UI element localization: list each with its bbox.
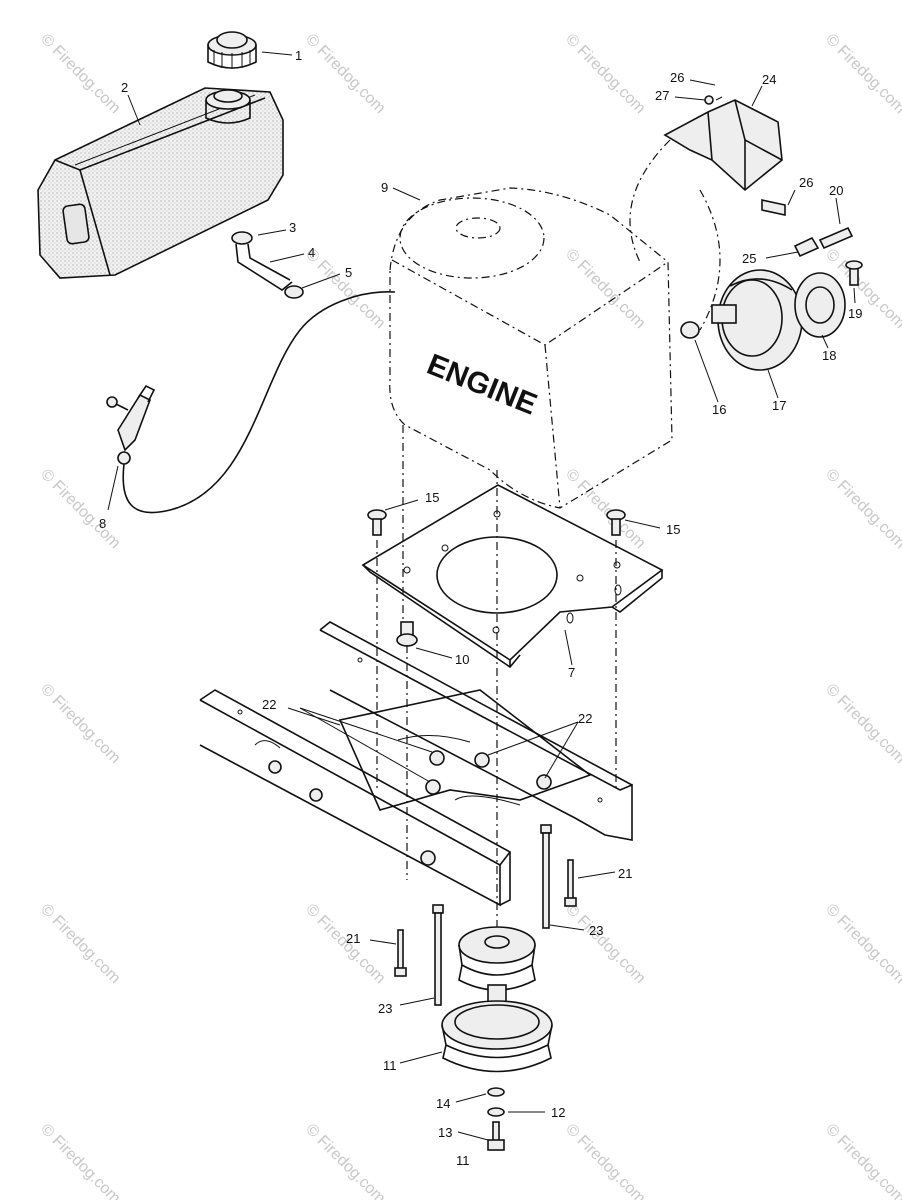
watermark: © Firedog.com: [562, 466, 648, 552]
callout-7: 7: [568, 665, 575, 680]
callout-9: 9: [381, 180, 388, 195]
engine-pulley-upper: [458, 926, 536, 991]
callout-15-left: 15: [425, 490, 439, 505]
callout-3: 3: [289, 220, 296, 235]
muffler-clip-25: [793, 236, 820, 258]
watermark: © Firedog.com: [822, 1121, 902, 1200]
engine: ENGINE: [389, 187, 673, 509]
callout-18: 18: [822, 348, 836, 363]
callout-12: 12: [551, 1105, 565, 1120]
frame: [199, 621, 633, 907]
watermark: © Firedog.com: [822, 466, 902, 552]
washer-12: [487, 1107, 505, 1117]
callout-5: 5: [345, 265, 352, 280]
stud-23-left: [432, 904, 444, 1006]
muffler-guard: [663, 95, 783, 192]
engine-mount-plate: [361, 484, 664, 669]
muffler-bolt: [761, 199, 786, 216]
leader-lines: [107, 51, 856, 1141]
watermark: © Firedog.com: [562, 31, 648, 117]
fuel-tank: [37, 87, 284, 279]
watermark: © Firedog.com: [562, 901, 648, 987]
callout-14: 14: [436, 1096, 450, 1111]
muffler-bolt-20: [818, 226, 854, 250]
watermark: © Firedog.com: [562, 1121, 648, 1200]
exhaust-gasket: [794, 272, 846, 338]
engine-pulley-lower: [441, 1000, 553, 1073]
callout-10: 10: [455, 652, 469, 667]
stud-23-right: [540, 824, 552, 929]
watermark: © Firedog.com: [37, 901, 123, 987]
throttle-control: [106, 291, 396, 514]
engine-bolt-left: [367, 509, 387, 536]
muffler: [711, 269, 803, 371]
callout-17: 17: [772, 398, 786, 413]
callout-23-left: 23: [378, 1001, 392, 1016]
stud-21-right: [564, 859, 577, 907]
stud-21-left: [394, 929, 407, 977]
callout-20: 20: [829, 183, 843, 198]
frame-nuts: [425, 750, 552, 795]
callout-15-right: 15: [666, 522, 680, 537]
watermark: © Firedog.com: [822, 901, 902, 987]
callout-23-right: 23: [589, 923, 603, 938]
callout-4: 4: [308, 245, 315, 260]
callout-2: 2: [121, 80, 128, 95]
callout-19: 19: [848, 306, 862, 321]
callout-21-left: 21: [346, 931, 360, 946]
watermark: © Firedog.com: [37, 31, 123, 117]
exhaust-nut-16: [680, 321, 700, 339]
pulley-bolt: [487, 1121, 505, 1151]
watermark: © Firedog.com: [822, 31, 902, 117]
callout-22-left: 22: [262, 697, 276, 712]
watermark: © Firedog.com: [37, 1121, 123, 1200]
callout-24: 24: [762, 72, 776, 87]
muffler-screw-19: [845, 260, 863, 286]
callout-13: 13: [438, 1125, 452, 1140]
watermark: © Firedog.com: [302, 1121, 388, 1200]
callout-11-lower: 11: [456, 1153, 470, 1168]
watermark: © Firedog.com: [822, 681, 902, 767]
engine-label: ENGINE: [422, 348, 541, 422]
callouts: 1 2 3 4 5 8 9 15 15 10 7 22 22 24 26 27 …: [99, 48, 862, 1168]
watermark: © Firedog.com: [37, 681, 123, 767]
callout-26-mid: 26: [799, 175, 813, 190]
watermark: © Firedog.com: [302, 31, 388, 117]
fuel-line: [231, 231, 304, 299]
callout-27: 27: [655, 88, 669, 103]
callout-26-top: 26: [670, 70, 684, 85]
washer-14: [487, 1087, 505, 1097]
callout-21-right: 21: [618, 866, 632, 881]
fuel-cap: [207, 31, 257, 69]
watermark: © Firedog.com: [37, 466, 123, 552]
callout-22-right: 22: [578, 711, 592, 726]
callout-11-upper: 11: [383, 1058, 397, 1073]
callout-16: 16: [712, 402, 726, 417]
spacer: [396, 621, 418, 647]
watermark: © Firedog.com: [562, 246, 648, 332]
callout-1: 1: [295, 48, 302, 63]
engine-bolt-right: [606, 509, 626, 536]
callout-25: 25: [742, 251, 756, 266]
callout-8: 8: [99, 516, 106, 531]
alignment-lines: [376, 139, 721, 940]
